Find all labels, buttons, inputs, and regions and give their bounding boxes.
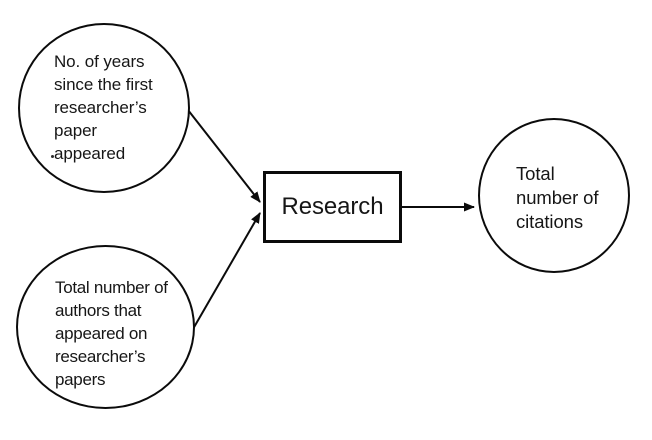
stray-dot <box>51 155 54 158</box>
node-citations-ellipse: Total number of citations <box>478 118 630 273</box>
node-years-label: No. of years since the first researcher’… <box>54 52 153 163</box>
node-years-ellipse: No. of years since the first researcher’… <box>18 23 190 193</box>
node-authors-ellipse: Total number of authors that appeared on… <box>16 245 195 409</box>
node-research-label: Research <box>281 193 384 220</box>
node-citations-label: Total number of citations <box>516 163 599 232</box>
node-research-rect: Research <box>263 171 402 243</box>
edge-authors-to-research <box>192 212 261 330</box>
node-authors-label: Total number of authors that appeared on… <box>55 278 168 389</box>
edge-years-to-research <box>187 109 261 203</box>
